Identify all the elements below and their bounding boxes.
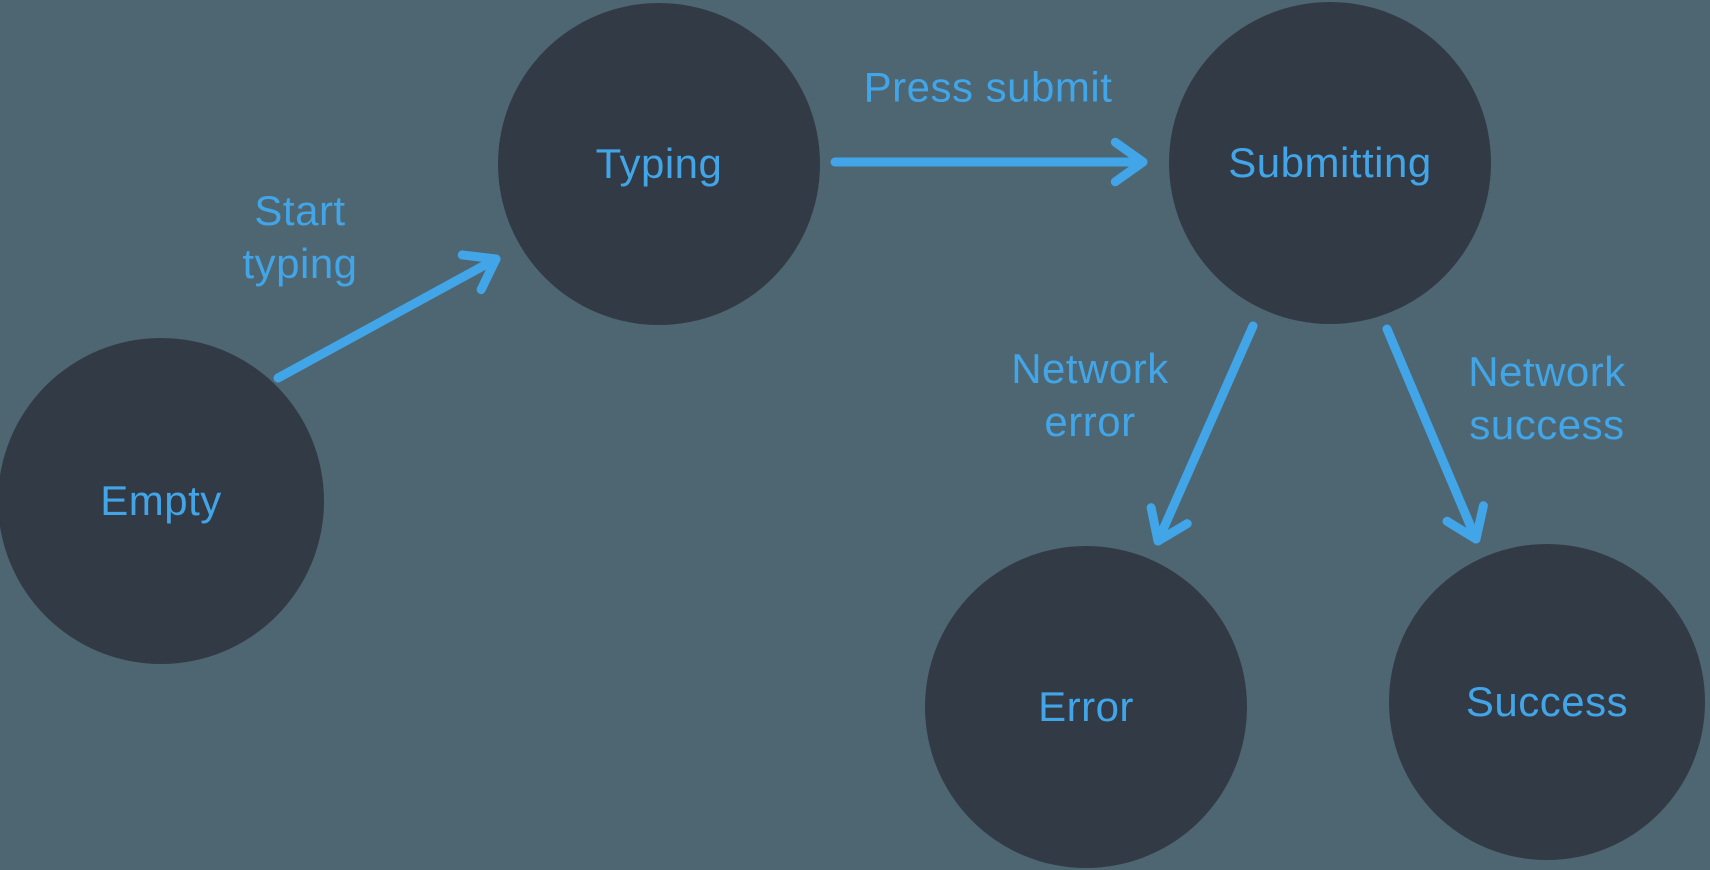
state-node-typing: Typing bbox=[498, 3, 820, 325]
transition-label-line: Network bbox=[1468, 348, 1626, 395]
transition-label-line: success bbox=[1469, 401, 1625, 448]
state-label-error: Error bbox=[1038, 683, 1134, 730]
transition-arrow-network-error bbox=[1146, 321, 1258, 546]
transition-label-line: Network bbox=[1011, 345, 1169, 392]
transition-label-line: typing bbox=[242, 240, 358, 287]
transition-label-start-typing: Start typing bbox=[242, 184, 357, 290]
transition-label-network-success: Network success bbox=[1468, 345, 1626, 451]
transition-label-line: error bbox=[1044, 398, 1136, 445]
transition-label-line: Start bbox=[254, 187, 346, 234]
state-node-error: Error bbox=[925, 546, 1247, 868]
state-node-empty: Empty bbox=[0, 338, 324, 664]
state-label-success: Success bbox=[1465, 678, 1629, 725]
state-label-submitting: Submitting bbox=[1228, 139, 1432, 186]
state-label-typing: Typing bbox=[595, 140, 723, 187]
transition-label-line: Press submit bbox=[863, 63, 1113, 111]
transition-arrow-start-typing bbox=[273, 250, 501, 383]
transition-label-press-submit: Press submit bbox=[864, 61, 1113, 114]
state-node-submitting: Submitting bbox=[1169, 2, 1491, 324]
transition-arrow-network-success bbox=[1382, 324, 1488, 544]
transition-arrow-press-submit bbox=[830, 137, 1148, 187]
transition-label-network-error: Network error bbox=[1011, 342, 1169, 448]
state-node-success: Success bbox=[1389, 544, 1705, 860]
state-label-empty: Empty bbox=[100, 477, 222, 524]
